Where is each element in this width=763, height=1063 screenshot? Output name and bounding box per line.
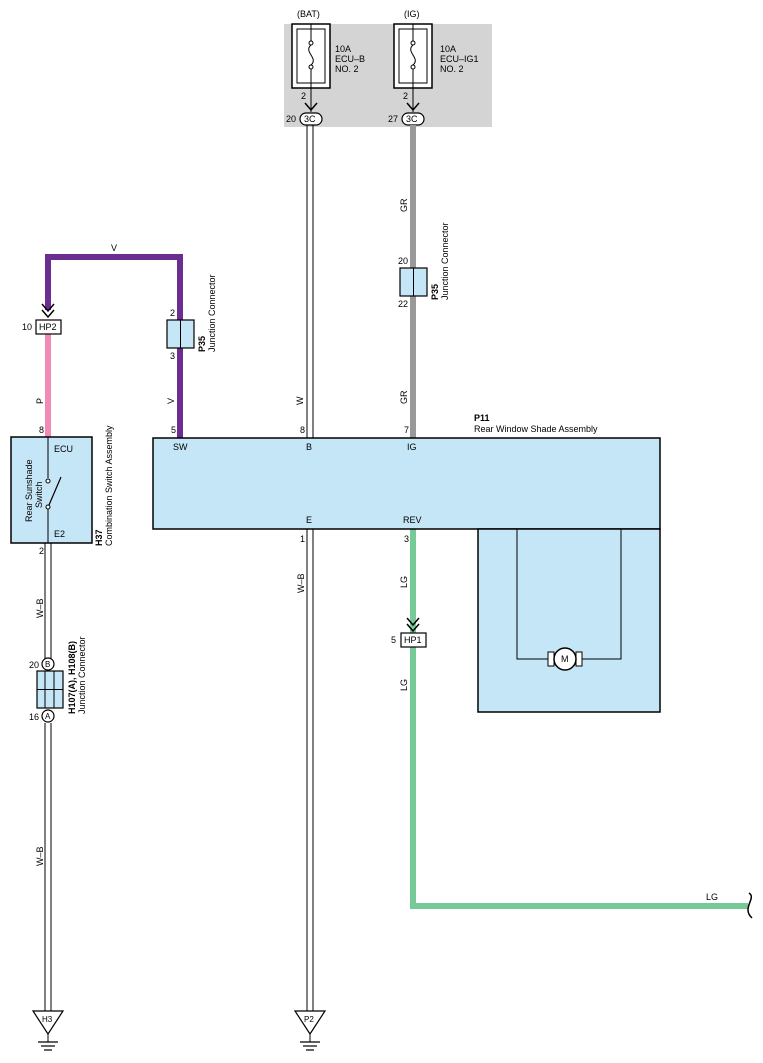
- motor-icon: [553, 647, 577, 671]
- switch-id: H37: [94, 529, 104, 546]
- junction-h107-pin-bottom: 16: [29, 712, 39, 722]
- ground-p2: P2: [293, 1010, 327, 1051]
- junction-p35-right-pin-top: 20: [398, 256, 408, 266]
- conn-3c-ig-pin: 27: [388, 114, 398, 124]
- wire-wb-label-2: W–B: [35, 846, 45, 866]
- wire-break-icon: [747, 892, 753, 919]
- assembly-sw: SW: [173, 442, 188, 452]
- assembly-desc: Rear Window Shade Assembly: [474, 424, 598, 434]
- junction-p35-left-pin-bottom: 3: [170, 351, 175, 361]
- switch-desc: Combination Switch Assembly: [104, 425, 114, 546]
- wire-gr-label: GR: [399, 198, 409, 212]
- wire-v-side-label: V: [166, 398, 176, 404]
- ground-h3: H3: [31, 1010, 65, 1051]
- junction-p35-left: 2 3 P35 Junction Connector: [166, 274, 217, 361]
- conn-3c-bat-label: 3C: [304, 114, 316, 124]
- fuse-bat-icon: [308, 24, 314, 88]
- junction-h107-top-letter: B: [45, 660, 50, 669]
- fuse-ig-amp: 10A: [440, 44, 456, 54]
- motor-circuit: M: [516, 529, 622, 671]
- wire-wb-label-1: W–B: [35, 598, 45, 618]
- connector-hp1-pin: 5: [391, 635, 396, 645]
- ground-p2-label: P2: [304, 1015, 314, 1024]
- wire-w: [306, 125, 314, 438]
- fuse-ig-name: ECU–IG1: [440, 54, 479, 64]
- switch-term-top: ECU: [54, 444, 73, 454]
- junction-p35-left-pin-top: 2: [170, 308, 175, 318]
- junction-h107-h108: 20 B A 16 H107(A), H108(B) Junction Conn…: [29, 636, 87, 723]
- fuse-bat-pin: 2: [301, 91, 306, 101]
- assembly-ig-pin: 7: [404, 425, 409, 435]
- junction-p35-right-pin-bottom: 22: [398, 299, 408, 309]
- junction-h107-pin-top: 20: [29, 660, 39, 670]
- wire-v: [45, 254, 183, 320]
- junction-h107-desc: Junction Connector: [77, 636, 87, 714]
- junction-p35-left-id: P35: [197, 336, 207, 352]
- wire-gr-label-2: GR: [399, 390, 409, 404]
- assembly-sw-pin: 5: [171, 425, 176, 435]
- wire-lg-label-1: LG: [399, 576, 409, 588]
- switch-contact-icon: [45, 437, 62, 543]
- wire-w-label: W: [295, 396, 305, 405]
- assembly-rev-pin: 3: [404, 534, 409, 544]
- ground-h3-label: H3: [42, 1015, 53, 1024]
- junction-p35-right: 20 22 P35 Junction Connector: [398, 222, 450, 309]
- assembly-e-pin: 1: [300, 534, 305, 544]
- wire-wb-center: [306, 529, 314, 1011]
- assembly-e: E: [306, 515, 312, 525]
- wire-lg-label-3: LG: [706, 892, 718, 902]
- assembly-b: B: [306, 442, 312, 452]
- fuse-ig-pin: 2: [403, 91, 408, 101]
- connector-hp1: HP1 5: [391, 617, 427, 648]
- connector-hp2: HP2 10: [22, 303, 62, 335]
- connector-hp1-label: HP1: [404, 635, 422, 645]
- switch-pin-top: 8: [39, 425, 44, 435]
- switch-inner-line2: Switch: [34, 481, 44, 508]
- wire-wb-label-3: W–B: [296, 573, 306, 593]
- wire-lg-label-2: LG: [399, 679, 409, 691]
- assembly-b-pin: 8: [300, 425, 305, 435]
- fuse-ig-num: NO. 2: [440, 64, 464, 74]
- switch-term-bottom: E2: [54, 529, 65, 539]
- conn-3c-ig-label: 3C: [406, 114, 418, 124]
- fuse-ig-source: (IG): [404, 9, 420, 19]
- fuse-bat-amp: 10A: [335, 44, 351, 54]
- motor-label: M: [561, 654, 569, 664]
- wire-v-top-label: V: [111, 243, 117, 253]
- fuse-bat-num: NO. 2: [335, 64, 359, 74]
- wire-wb-left: [44, 543, 52, 1011]
- assembly-p11: P11 Rear Window Shade Assembly 5 SW 8 B …: [152, 413, 661, 713]
- wire-lg: [410, 529, 748, 909]
- conn-3c-bat-pin: 20: [286, 114, 296, 124]
- wire-p-label: P: [35, 398, 45, 404]
- junction-h107-id: H107(A), H108(B): [67, 641, 77, 714]
- junction-h107-bottom-letter: A: [45, 712, 51, 721]
- fuse-bat-name: ECU–B: [335, 54, 365, 64]
- assembly-rev: REV: [403, 515, 422, 525]
- fuse-bat-source: (BAT): [297, 9, 320, 19]
- assembly-id: P11: [474, 413, 490, 423]
- connector-hp2-pin: 10: [22, 322, 32, 332]
- switch-pin-bottom: 2: [39, 546, 44, 556]
- conn-3c-bat: 3C 20: [286, 88, 323, 126]
- conn-3c-ig: 3C 27: [388, 88, 425, 126]
- assembly-ig: IG: [407, 442, 417, 452]
- junction-p35-left-desc: Junction Connector: [207, 274, 217, 352]
- fuse-ig-icon: [410, 24, 416, 88]
- switch-inner-line1: Rear Sunshade: [24, 459, 34, 522]
- connector-hp2-label: HP2: [39, 322, 57, 332]
- junction-p35-right-desc: Junction Connector: [440, 222, 450, 300]
- junction-p35-right-id: P35: [430, 284, 440, 300]
- switch-h37: 8 ECU E2 Rear Sunshade Switch 2 H37 Comb…: [10, 425, 114, 556]
